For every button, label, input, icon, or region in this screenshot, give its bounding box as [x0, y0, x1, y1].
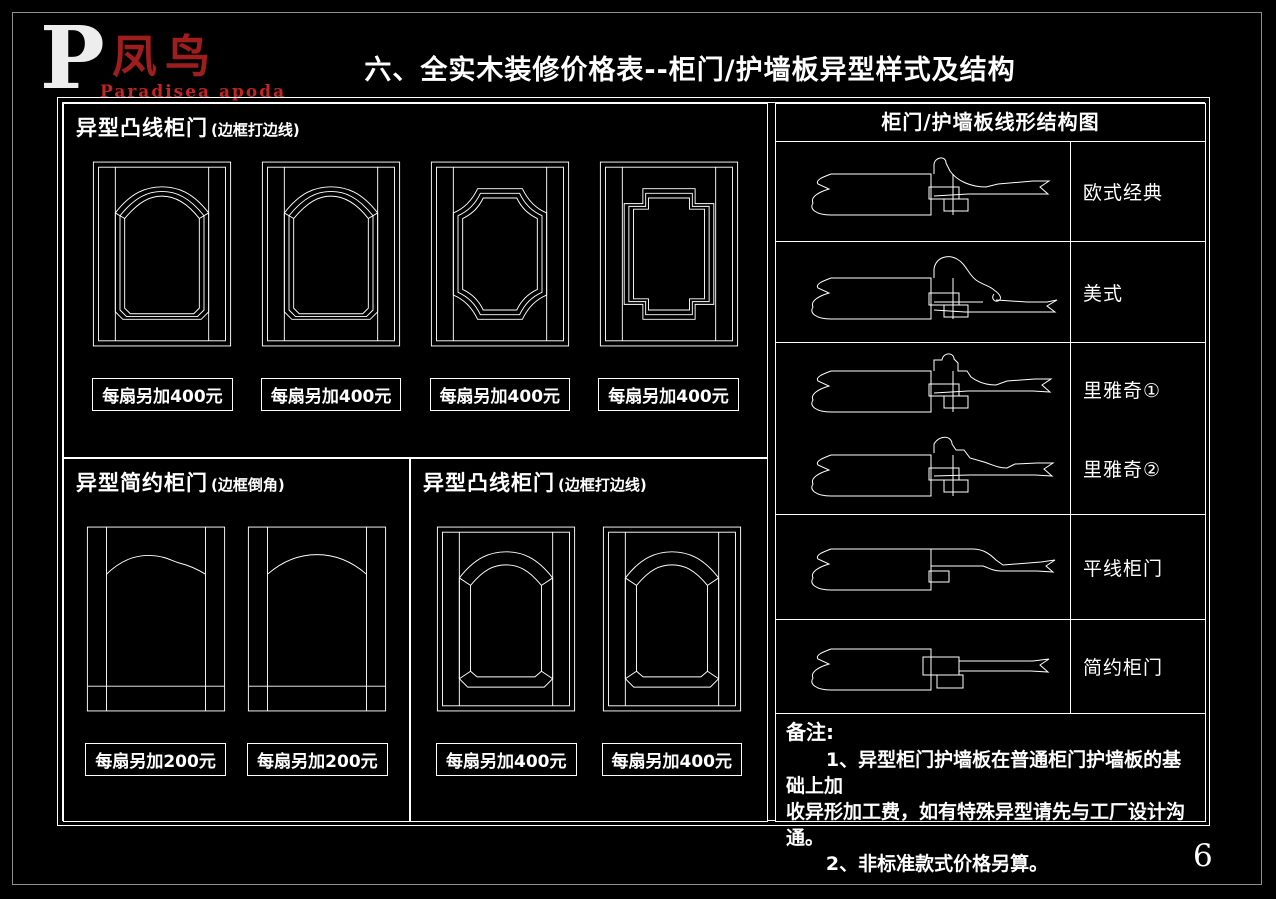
door-item: 每扇另加400元	[601, 521, 742, 776]
door-item: 每扇另加400元	[429, 156, 571, 411]
door-row: 每扇另加400元 每扇另加400元	[411, 521, 767, 776]
molding-profile-icon	[811, 648, 1050, 690]
notes-line: 1、异型柜门护墙板在普通柜门护墙板的基础上加	[786, 748, 1182, 797]
profile-label-text: 欧式经典	[1083, 182, 1164, 204]
section-simple-doors: 异型简约柜门(边框倒角) 每扇另加200元 每扇另加200	[63, 458, 410, 822]
price-label: 每扇另加400元	[601, 743, 742, 776]
profile-label-text: 简约柜门	[1083, 657, 1164, 679]
section-title-text: 异型凸线柜门	[423, 471, 555, 495]
notes-line: 2、非标准款式价格另算。	[825, 853, 1049, 876]
logo-name: 凤鸟	[112, 30, 219, 83]
octagon-panel-door-drawing	[430, 161, 569, 347]
profile-label-text: 平线柜门	[1083, 557, 1164, 580]
door-row: 每扇另加400元 每扇另加400元	[64, 156, 767, 411]
simple-profile-drawing	[776, 620, 1070, 713]
notes-title: 备注:	[786, 720, 834, 744]
liyaqi-profile-drawings	[776, 343, 1070, 514]
profile-row-european-classic: 欧式经典	[776, 142, 1205, 242]
price-label: 每扇另加200元	[85, 743, 226, 776]
molding-profile-icon	[811, 157, 1051, 215]
molding-profile-icon	[811, 256, 1058, 320]
profile-row-simple: 简约柜门	[776, 620, 1205, 714]
price-label: 每扇另加400元	[429, 378, 571, 411]
european-classic-profile-drawing	[776, 142, 1070, 241]
section-title-text: 异型简约柜门	[76, 471, 208, 495]
door-item: 每扇另加200元	[85, 521, 226, 776]
section-title: 异型凸线柜门(边框打边线)	[411, 459, 767, 497]
price-label: 每扇另加400元	[92, 378, 233, 411]
profile-label: 欧式经典	[1070, 142, 1205, 241]
profile-label-text: 里雅奇②	[1083, 458, 1162, 481]
price-label: 每扇另加400元	[260, 378, 402, 411]
molding-profile-icon	[811, 548, 1056, 591]
section-subtitle-text: (边框打边线)	[211, 121, 300, 139]
profile-label: 平线柜门	[1070, 515, 1205, 619]
notes-line: 收异形加工费，如有特殊异型请先与工厂设计沟通。	[786, 801, 1186, 850]
simple-arch-door-drawing	[248, 526, 387, 712]
section-title: 异型凸线柜门(边框打边线)	[64, 104, 767, 142]
cathedral-arch-door-drawing	[262, 161, 401, 347]
profile-label: 简约柜门	[1070, 620, 1205, 713]
section-convex-line-doors: 异型凸线柜门(边框打边线) 每扇另加400元	[63, 103, 768, 458]
profile-table-title: 柜门/护墙板线形结构图	[776, 104, 1205, 142]
door-item: 每扇另加400元	[260, 156, 402, 411]
profile-label: 里雅奇① 里雅奇②	[1070, 343, 1205, 514]
page-number: 6	[1193, 838, 1213, 874]
door-row: 每扇另加200元 每扇另加200元	[64, 521, 409, 776]
page-title: 六、全实木装修价格表--柜门/护墙板异型样式及结构	[364, 55, 1016, 86]
molding-profile-icon	[811, 436, 1055, 496]
american-profile-drawing	[776, 242, 1070, 342]
cathedral-arch-door-drawing	[437, 526, 576, 712]
section-subtitle-text: (边框倒角)	[211, 476, 285, 494]
door-item: 每扇另加400元	[436, 521, 577, 776]
section-title: 异型简约柜门(边框倒角)	[64, 459, 409, 497]
logo-mark: P	[40, 8, 105, 109]
price-label: 每扇另加200元	[247, 743, 388, 776]
profile-label-text: 美式	[1083, 282, 1124, 305]
section-convex-line-doors-2: 异型凸线柜门(边框打边线) 每扇另加400元	[410, 458, 768, 822]
section-profile-structures: 柜门/护墙板线形结构图 欧式经典	[775, 103, 1206, 875]
profile-row-american: 美式	[776, 242, 1205, 343]
profile-label-text: 里雅奇①	[1083, 379, 1162, 402]
price-label: 每扇另加400元	[436, 743, 577, 776]
price-label: 每扇另加400元	[598, 378, 739, 411]
cathedral-arch-door-drawing	[602, 526, 741, 712]
flat-line-profile-drawing	[776, 515, 1070, 619]
door-item: 每扇另加200元	[247, 521, 388, 776]
cathedral-arch-door-drawing	[93, 161, 232, 347]
page-border	[12, 12, 1262, 885]
profile-row-liyaqi: 里雅奇① 里雅奇②	[776, 343, 1205, 515]
section-title-text: 异型凸线柜门	[76, 116, 208, 140]
notes-block: 备注: 1、异型柜门护墙板在普通柜门护墙板的基础上加 收异形加工费，如有特殊异型…	[776, 714, 1205, 878]
stepped-panel-door-drawing	[599, 161, 738, 347]
door-item: 每扇另加400元	[598, 156, 739, 411]
profile-row-flat-line: 平线柜门	[776, 515, 1205, 620]
profile-label: 美式	[1070, 242, 1205, 342]
section-subtitle-text: (边框打边线)	[558, 476, 647, 494]
door-item: 每扇另加400元	[92, 156, 233, 411]
simple-arch-door-drawing	[86, 526, 225, 712]
molding-profile-icon	[811, 352, 1053, 412]
